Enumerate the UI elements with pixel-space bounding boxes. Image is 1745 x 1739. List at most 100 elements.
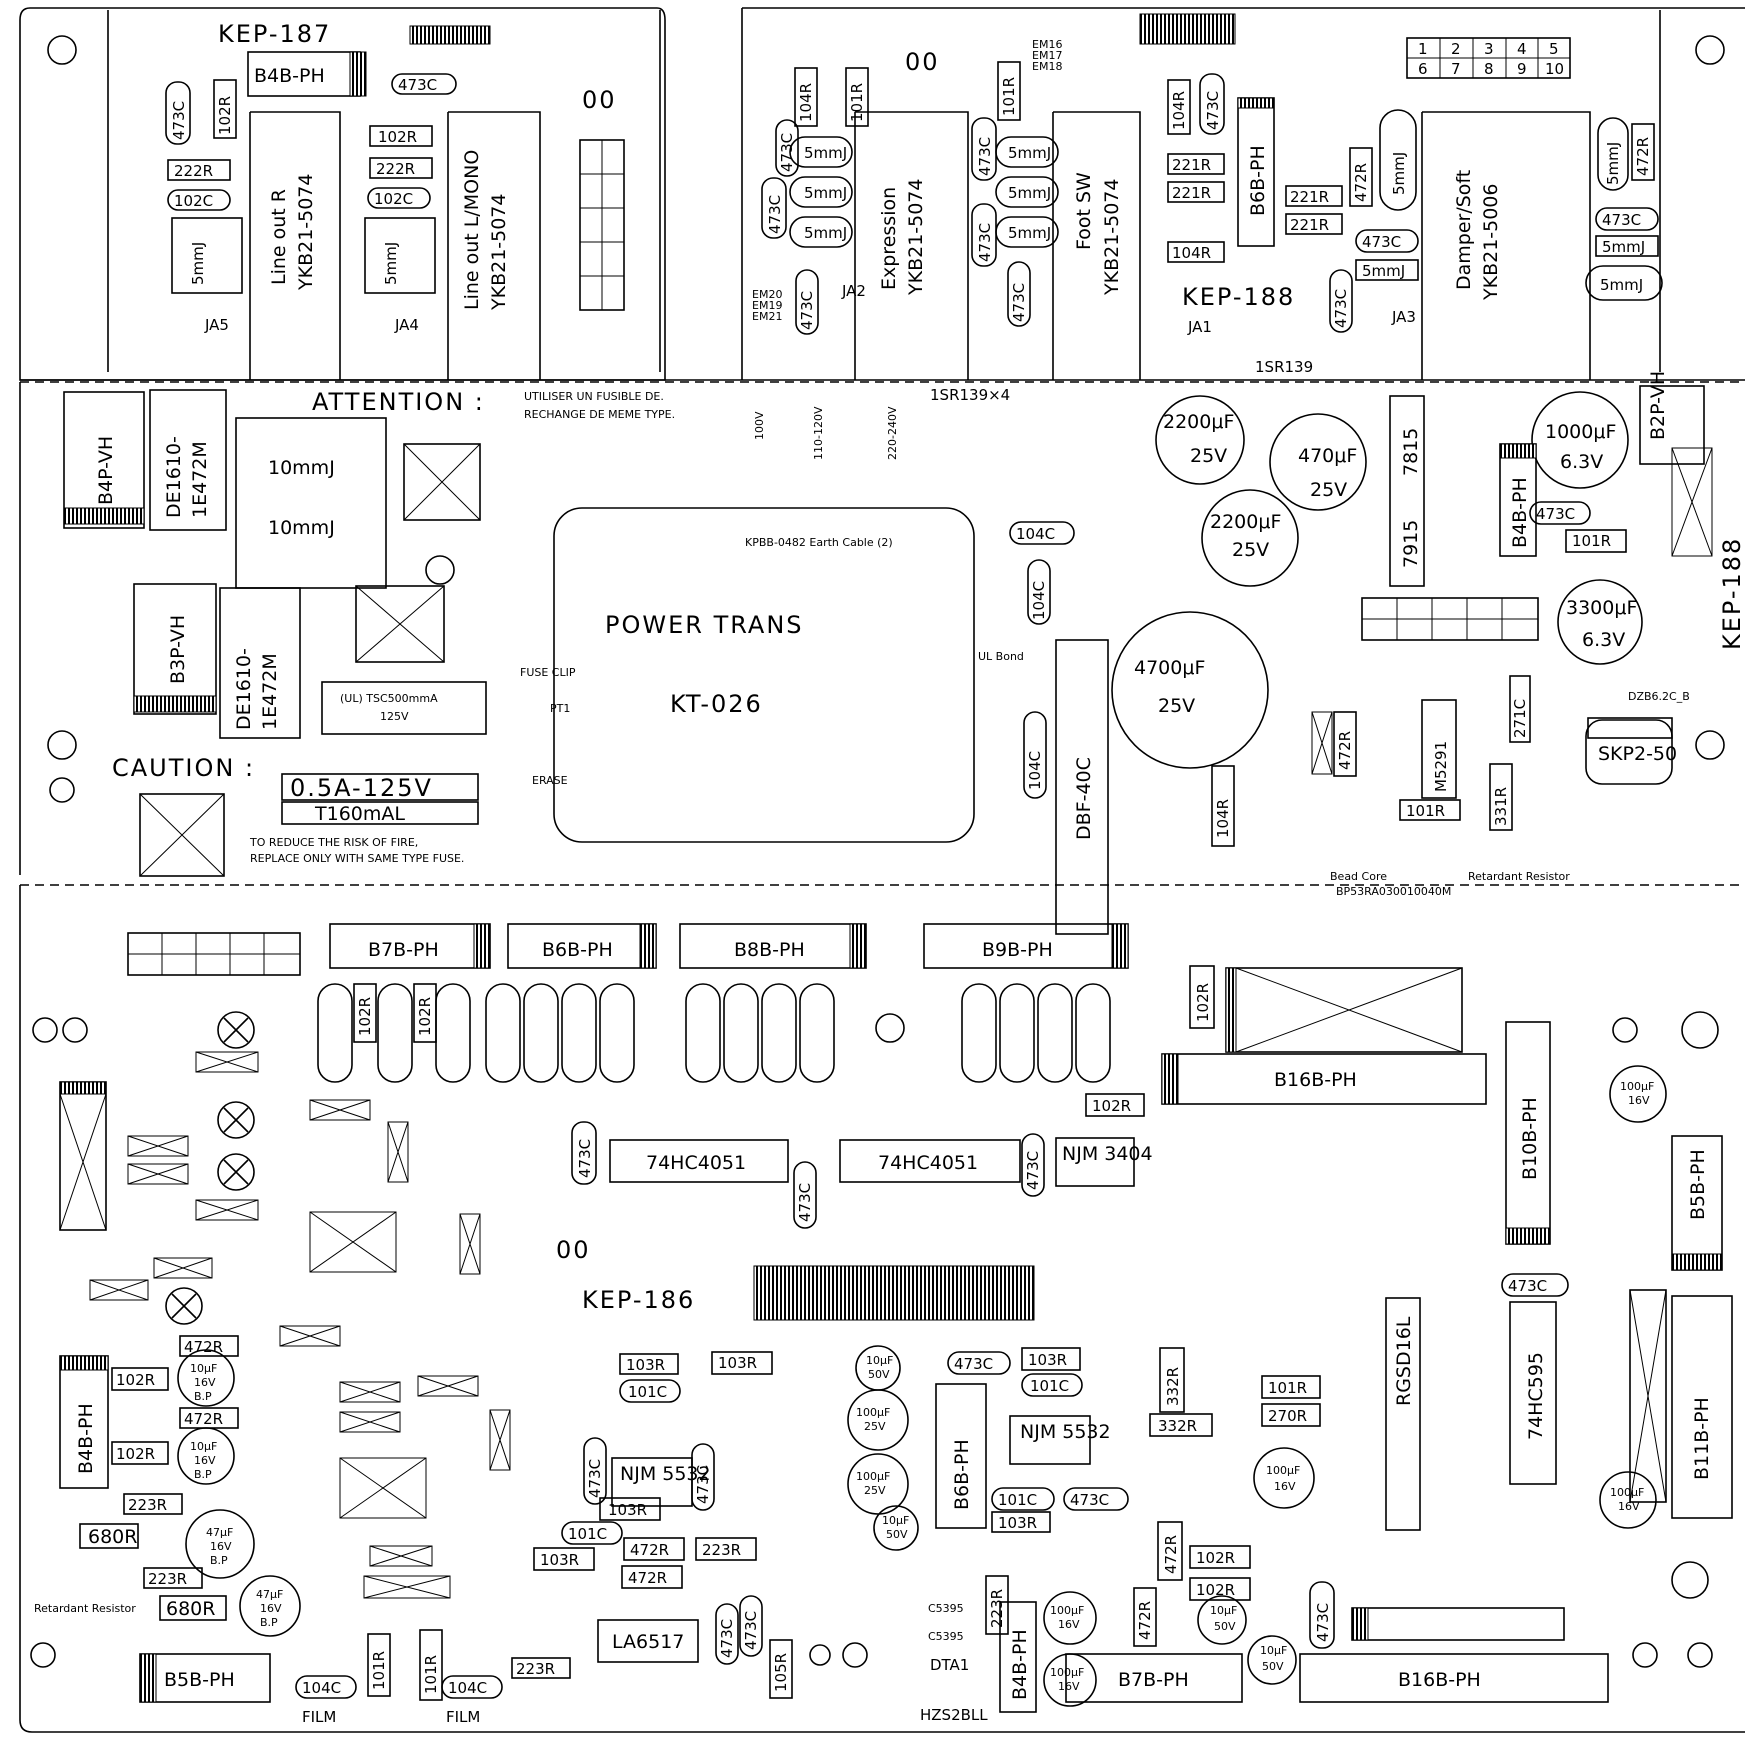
pin-4: 4 <box>1517 40 1527 58</box>
board-label-kep187: KEP-187 <box>218 20 331 48</box>
resistor-r10: 221R <box>1172 156 1211 174</box>
cap-c6: 473C <box>1024 1151 1042 1190</box>
resistor-r57: 472R <box>628 1569 667 1587</box>
cap-c53-value: 10μF <box>190 1440 217 1453</box>
fuse-warning-2: REPLACE ONLY WITH SAME TYPE FUSE. <box>250 852 464 865</box>
resistor-r79: 472R <box>1162 1535 1180 1574</box>
connector-cn14: B6B-PH <box>951 1439 973 1510</box>
cap-2200-b-v: 25V <box>1232 539 1269 561</box>
em-inductor-3: 5mmJ <box>804 224 847 242</box>
pin-grid-top: 1 2 3 4 5 6 7 8 9 10 <box>1406 37 1571 79</box>
resistor-r44: 222R <box>376 160 415 178</box>
jack-name-ja4: Line out L/MONO <box>461 150 483 310</box>
em-inductor-4: 5mmJ <box>1008 144 1051 162</box>
resistor-r59: 223R <box>128 1496 167 1514</box>
resistor-r12: 104R <box>1172 244 1211 262</box>
cap-c7: 473C <box>576 1139 594 1178</box>
resistor-r7: 104R <box>1170 91 1188 130</box>
cap-c44-value: 100μF <box>856 1470 890 1483</box>
voltage-220: 220-240V <box>886 406 899 460</box>
dzb-label: DZB6.2C_B <box>1628 690 1690 703</box>
pin-8: 8 <box>1484 60 1494 78</box>
resistor-r28: 221R <box>1290 188 1329 206</box>
oo-marking-3: 00 <box>556 1236 591 1264</box>
cap-c74: 104C <box>1030 581 1048 620</box>
mounting-holes <box>30 35 1725 1668</box>
jack-name-ja3: Damper/Soft <box>1453 170 1475 290</box>
retardant-label-1: Retardant Resistor <box>34 1602 136 1615</box>
resistor-r71: 101R <box>1572 532 1611 550</box>
diode-hzs: HZS2BLL <box>920 1706 988 1724</box>
resistor-r49: 103R <box>540 1551 579 1569</box>
power-trans-name: POWER TRANS <box>605 611 804 639</box>
ic-u9: NJM 5532 <box>620 1463 711 1485</box>
board-outlines <box>19 7 1745 1733</box>
fuse-voltage: 125V <box>380 710 409 723</box>
jack-part-ja1: YKB21-5074 <box>1101 179 1123 297</box>
cap-c40: 473C <box>1332 289 1350 328</box>
cap-c85: 271C <box>1511 699 1529 738</box>
cap-c46-bp: B.P <box>194 1390 212 1403</box>
cap-c28: 473C <box>742 1611 760 1650</box>
resistor-r46: 472R <box>184 1338 223 1356</box>
cap-c42: 101C <box>998 1491 1037 1509</box>
em-inductor-1: 5mmJ <box>804 144 847 162</box>
erase-label: ERASE <box>532 774 568 787</box>
cap-c5: 473C <box>1508 1277 1547 1295</box>
connector-cn4: B7B-PH <box>368 939 439 961</box>
cap-c9-volt: 16V <box>1274 1480 1296 1493</box>
cap-c57-volt: 16V <box>1058 1618 1080 1631</box>
cap-2200-a: 2200μF <box>1163 411 1234 433</box>
cap-c62-value: 10μF <box>1260 1644 1287 1657</box>
resistor-r51: 103R <box>608 1501 647 1519</box>
cap-c16: 473C <box>1010 283 1028 322</box>
em-label-19: EM19 <box>752 299 782 312</box>
connector-cn5: B5B-PH <box>1687 1149 1709 1220</box>
cap-c50: 101C <box>568 1525 607 1543</box>
rn1-network: RGSD16L <box>1393 1316 1415 1406</box>
em-inductor-6: 5mmJ <box>1008 224 1051 242</box>
connector-cn22: B2P-VH <box>1647 371 1669 440</box>
power-trans-part: KT-026 <box>670 690 763 718</box>
cap-3300: 3300μF <box>1566 597 1637 619</box>
resistor-r41: 103R <box>718 1354 757 1372</box>
ic-u1: NJM 3404 <box>1062 1143 1153 1165</box>
em-label-21: EM21 <box>752 310 782 323</box>
em-inductor-5: 5mmJ <box>1008 184 1051 202</box>
cap-c66: 104C <box>302 1679 341 1697</box>
connector-cn16: B4B-PH <box>254 65 325 87</box>
cap-c56-volt: 16V <box>1058 1680 1080 1693</box>
cap-c4-volt: 16V <box>1628 1094 1650 1107</box>
connector-cn24: B5B-PH <box>164 1669 235 1691</box>
cap-c59-value: 47μF <box>206 1526 233 1539</box>
sr139x4: 1SR139×4 <box>930 386 1010 404</box>
connector-cn20: B4P-VH <box>95 436 117 505</box>
em-label-17: EM17 <box>1032 49 1062 62</box>
resistor-r78: 102R <box>1196 1549 1235 1567</box>
pin-10: 10 <box>1545 60 1564 78</box>
cap-c45-volt: 50V <box>886 1528 908 1541</box>
resistor-r4: 101R <box>1268 1379 1307 1397</box>
ic-u4: 74HC4051 <box>646 1152 746 1174</box>
cap-c30: 473C <box>694 1465 712 1504</box>
pin-grid-middle <box>1361 597 1539 641</box>
cap-c35: 473C <box>954 1355 993 1373</box>
board-label-kep186: KEP-186 <box>582 1286 695 1314</box>
power-section: ATTENTION : UTILISER UN FUSIBLE DE. RECH… <box>63 371 1705 935</box>
cap-c72: 104C <box>1016 525 1055 543</box>
em-inductor-2: 5mmJ <box>804 184 847 202</box>
cap-2200-b: 2200μF <box>1210 511 1281 533</box>
jack-ref-ja3: JA3 <box>1391 308 1416 326</box>
cap-c22: 473C <box>1204 91 1222 130</box>
pin-grid-kep187 <box>579 139 625 311</box>
cap-c2: 473C <box>796 1183 814 1222</box>
cap-c9-value: 100μF <box>1266 1464 1300 1477</box>
resistor-r61: 223R <box>702 1541 741 1559</box>
fuse-clip-label: FUSE CLIP <box>520 666 576 679</box>
connector-cn8: B16B-PH <box>1398 1669 1481 1691</box>
resistor-r69: 101R <box>1406 802 1445 820</box>
fuse-rating: 0.5A-125V <box>290 774 433 802</box>
cap-c29: 473C <box>586 1459 604 1498</box>
em-label-16: EM16 <box>1032 38 1062 51</box>
resistor-r5: 102R <box>1092 1097 1131 1115</box>
